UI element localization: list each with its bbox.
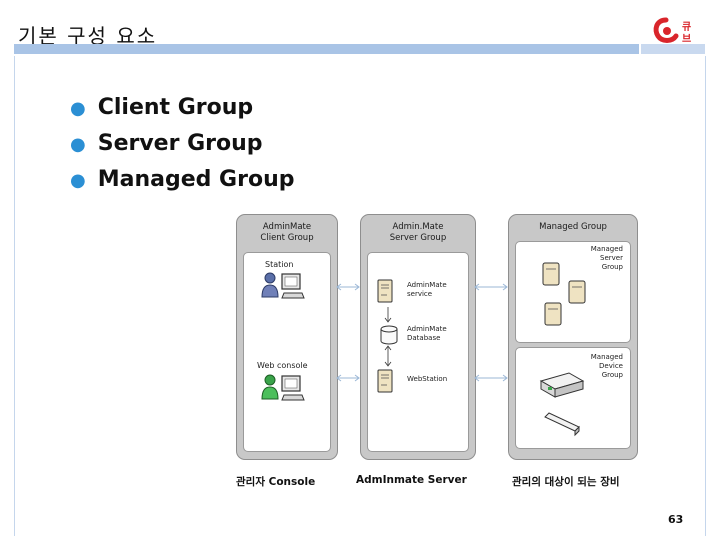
bullet-dot-icon: ● xyxy=(70,98,86,119)
service-label-line1: AdminMate xyxy=(407,281,447,289)
title-underline-bar xyxy=(14,44,639,54)
client-group-panel: AdminMate Client Group Station Web conso… xyxy=(236,214,338,460)
device-group-label-line1: Managed xyxy=(590,353,623,361)
bullet-dot-icon: ● xyxy=(70,170,86,191)
bullet-item: ●Managed Group xyxy=(70,167,295,192)
server-group-panel: Admin.Mate Server Group AdminMate servic… xyxy=(360,214,476,460)
server-group-label-line3: Group xyxy=(601,263,623,271)
database-icon xyxy=(380,325,398,349)
company-logo: 큐 브 xyxy=(652,16,708,48)
page-number: 63 xyxy=(668,513,684,526)
managed-servers-icon xyxy=(541,261,591,335)
client-inner-box xyxy=(243,252,331,452)
station-user-computer-icon xyxy=(261,271,305,305)
bullet-list: ●Client Group ●Server Group ●Managed Gro… xyxy=(70,92,294,200)
device-group-label-line2: Device xyxy=(599,362,623,370)
webstation-label: WebStation xyxy=(407,375,448,383)
managed-device-group-box xyxy=(515,347,631,449)
svg-text:큐: 큐 xyxy=(682,21,691,33)
service-server-icon xyxy=(377,279,393,307)
bullet-item: ●Server Group xyxy=(70,131,263,156)
server-group-label-line1: Managed xyxy=(590,245,623,253)
slide-frame xyxy=(14,56,706,536)
station-label: Station xyxy=(265,260,294,269)
web-console-label: Web console xyxy=(257,361,308,370)
bullet-item: ●Client Group xyxy=(70,95,254,120)
web-console-user-computer-icon xyxy=(261,373,305,407)
server-panel-title-line1: Admin.Mate xyxy=(392,222,444,232)
title-underline-bar-end xyxy=(641,44,705,54)
internal-arrows xyxy=(384,307,392,367)
network-devices-icon xyxy=(539,371,609,441)
server-group-label-line2: Server xyxy=(600,254,623,262)
client-panel-title-line2: Client Group xyxy=(260,233,314,243)
managed-group-panel: Managed Group Managed Server Group Manag… xyxy=(508,214,638,460)
server-caption: AdmInmate Server xyxy=(356,474,467,486)
server-panel-title-line2: Server Group xyxy=(389,233,447,243)
managed-caption: 관리의 대상이 되는 장비 xyxy=(512,476,620,488)
database-label-line1: AdminMate xyxy=(407,325,447,333)
device-group-label-line3: Group xyxy=(601,371,623,379)
webstation-server-icon xyxy=(377,369,393,397)
client-caption: 관리자 Console xyxy=(236,476,316,488)
managed-panel-title: Managed Group xyxy=(539,222,607,232)
svg-text:브: 브 xyxy=(682,33,691,45)
client-panel-title-line1: AdminMate xyxy=(262,222,312,232)
database-label-line2: Database xyxy=(407,334,441,342)
service-label-line2: service xyxy=(407,290,433,298)
bullet-dot-icon: ● xyxy=(70,134,86,155)
